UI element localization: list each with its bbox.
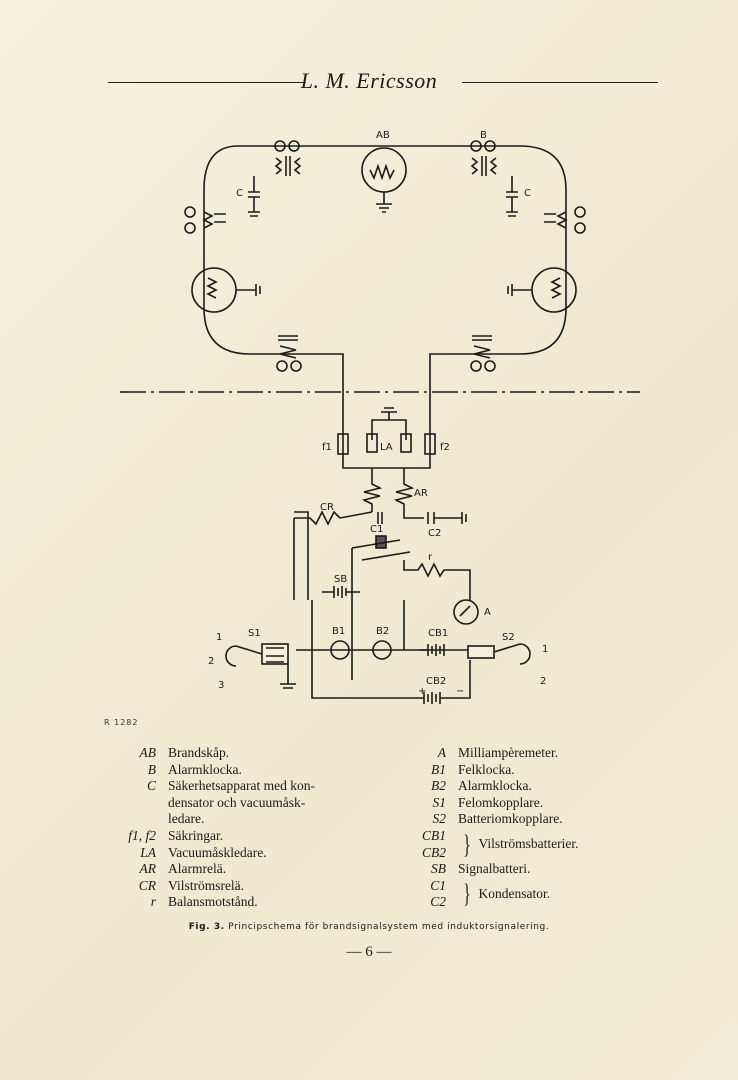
page-header: L. M. Ericsson bbox=[300, 68, 438, 93]
label-s1-pos3: 3 bbox=[218, 680, 224, 691]
milliammeter-a bbox=[453, 599, 479, 625]
header-rule-left bbox=[108, 82, 306, 83]
alarm-bell-right bbox=[531, 267, 577, 313]
left-side-transformer bbox=[184, 206, 226, 234]
label-b2: B2 bbox=[376, 626, 389, 637]
signal-battery-sb bbox=[322, 586, 360, 598]
drawing-reference: R 1282 bbox=[104, 718, 139, 727]
label-c-left: C bbox=[236, 188, 243, 199]
top-left-transformer bbox=[274, 140, 302, 176]
loop-wire-left bbox=[203, 145, 344, 440]
label-la: LA bbox=[380, 442, 393, 453]
capacitor-c-right bbox=[506, 176, 518, 217]
figure-number: Fig. 3. bbox=[188, 922, 225, 932]
ab-coil bbox=[369, 163, 395, 181]
arrester-element-left bbox=[366, 433, 378, 453]
label-f1: f1 bbox=[322, 442, 332, 453]
arrester-ground bbox=[371, 407, 407, 440]
label-cb2-plus: + bbox=[418, 686, 426, 697]
label-cb2-minus: − bbox=[456, 686, 464, 697]
label-r: r bbox=[428, 552, 433, 563]
bell-feed-wires bbox=[311, 600, 416, 699]
capacitor-c1 bbox=[377, 512, 383, 524]
bottom-left-transformer bbox=[276, 335, 302, 372]
right-side-transformer bbox=[544, 206, 586, 234]
meter-needle bbox=[459, 605, 471, 617]
label-s1-pos1: 1 bbox=[216, 632, 222, 643]
balancing-resistor-r bbox=[403, 560, 471, 600]
label-cb1: CB1 bbox=[428, 628, 448, 639]
header-rule-right bbox=[462, 82, 658, 83]
label-s2-pos2: 2 bbox=[540, 676, 546, 687]
label-ab: AB bbox=[376, 130, 390, 141]
top-right-transformer bbox=[470, 140, 498, 176]
battery-switch-s2 bbox=[467, 643, 531, 665]
brace-glyph: } bbox=[463, 829, 471, 859]
alarm-bell-b2 bbox=[372, 640, 392, 660]
label-f2: f2 bbox=[440, 442, 450, 453]
capacitor-c-left bbox=[248, 176, 260, 217]
bell-right-coil bbox=[507, 277, 562, 299]
label-s2: S2 bbox=[502, 632, 515, 643]
label-s1-pos2: 2 bbox=[208, 656, 214, 667]
relay-winding-left bbox=[361, 468, 383, 512]
brace-glyph: } bbox=[463, 879, 471, 909]
label-c-right: C bbox=[524, 188, 531, 199]
label-b: B bbox=[480, 130, 487, 141]
bell-left-coil bbox=[206, 277, 261, 299]
battery-cb1 bbox=[420, 644, 470, 656]
figure-caption: Fig. 3. Principschema för brandsignalsys… bbox=[0, 922, 738, 932]
label-sb: SB bbox=[334, 574, 347, 585]
closed-circuit-relay-cr bbox=[294, 510, 373, 526]
page-number: — 6 — bbox=[346, 944, 392, 960]
label-b1: B1 bbox=[332, 626, 345, 637]
label-cr: CR bbox=[320, 502, 334, 513]
label-s1: S1 bbox=[248, 628, 261, 639]
bottom-right-transformer bbox=[470, 335, 496, 372]
alarm-bell-left bbox=[191, 267, 237, 313]
figure-caption-text: Principschema för brandsignalsystem med … bbox=[228, 922, 550, 932]
ab-ground bbox=[376, 192, 392, 213]
label-ar: AR bbox=[414, 488, 428, 499]
legend-row: densator och vacuumåsk- bbox=[168, 794, 306, 810]
label-s2-pos1: 1 bbox=[542, 644, 548, 655]
battery-cb2 bbox=[416, 660, 471, 704]
fuse-f2 bbox=[424, 433, 436, 455]
legend-row: ledare. bbox=[168, 811, 205, 827]
fault-bell-b1 bbox=[330, 640, 350, 660]
circuit-diagram: AB B C C bbox=[120, 130, 640, 704]
arrester-element-right bbox=[400, 433, 412, 453]
capacitor-c2 bbox=[403, 512, 467, 524]
fault-switch-s1 bbox=[225, 643, 296, 689]
loop-wire-right bbox=[238, 145, 567, 440]
label-c1: C1 bbox=[370, 524, 383, 535]
fuse-f1 bbox=[337, 433, 349, 455]
label-cb2: CB2 bbox=[426, 676, 446, 687]
label-c2: C2 bbox=[428, 528, 441, 539]
cr-contact-wires bbox=[293, 511, 309, 600]
label-a: A bbox=[484, 607, 491, 618]
relay-contacts bbox=[351, 539, 411, 600]
alarm-relay-ar bbox=[393, 468, 415, 512]
